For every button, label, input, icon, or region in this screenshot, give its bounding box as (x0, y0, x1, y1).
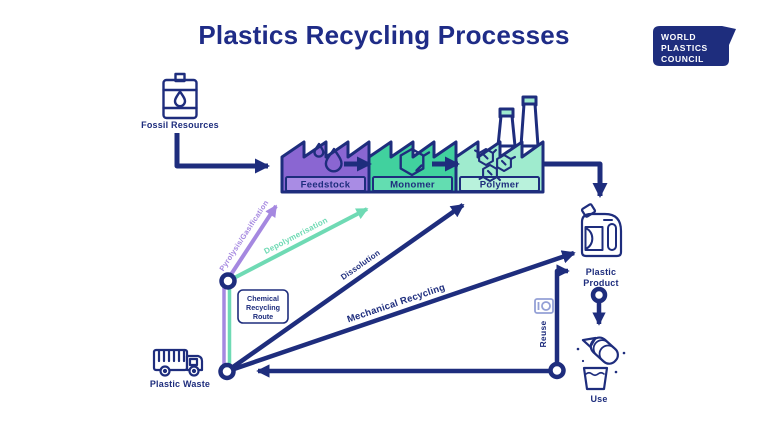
bottle-window (584, 226, 604, 251)
use-nozzle (581, 336, 597, 348)
feedstock-label: Feedstock (301, 180, 351, 191)
arrow-fossil-to-feedstock (174, 133, 271, 174)
barrel-ribs (162, 88, 198, 110)
node-chemical-route (219, 272, 237, 290)
arrow-depolymerisation (233, 207, 369, 280)
use-cup-liquid (585, 371, 605, 377)
factory-chimneys (496, 95, 540, 148)
truck-hub-front (191, 368, 197, 374)
world-plastics-council-logo: WORLD PLASTICS COUNCIL (653, 26, 736, 66)
use-label: Use (590, 394, 607, 404)
polymer-molecule-icon (474, 147, 516, 183)
node-plastic-product (590, 286, 608, 304)
polymer-label-strip (459, 176, 540, 192)
chemical-box-frame (237, 289, 289, 324)
use-dot-4 (581, 359, 585, 363)
truck-cab (185, 354, 204, 372)
use-finger-lines (592, 339, 615, 362)
chemical-recycling-route-box: Chemical Recycling Route (237, 289, 289, 324)
arrow-polymer-to-product (543, 161, 608, 199)
use-dot-2 (622, 351, 626, 355)
droplet-small (313, 142, 325, 158)
chimney-right (519, 102, 540, 148)
logo-line-2: PLASTICS (661, 43, 708, 53)
fossil-resources-label: Fossil Resources (141, 120, 219, 130)
logo-line-3: COUNCIL (661, 54, 704, 64)
node-plastic-waste (218, 362, 236, 381)
bottle-body (580, 212, 623, 258)
plastic-waste-label: Plastic Waste (150, 379, 210, 389)
arrow-dissolution (231, 203, 465, 369)
chemical-box-line-2: Recycling (246, 303, 280, 312)
truck-window (188, 357, 199, 367)
reuse-label: Reuse (538, 320, 548, 347)
use-cup (582, 366, 609, 391)
feedstock-droplets-icon (313, 142, 343, 173)
arrow-reuse (554, 264, 570, 363)
use-icon (576, 336, 626, 391)
reuse-icon-box (534, 298, 554, 314)
truck-ribs (157, 349, 186, 363)
polymer-stubs (474, 148, 516, 182)
monomer-label: Monomer (390, 180, 435, 191)
plastic-waste-icon (152, 348, 204, 377)
barrel-body (162, 78, 198, 120)
hexagon-bonds (415, 151, 431, 172)
arrow-pyrolysis (228, 204, 278, 278)
bottle-window-arc (585, 227, 594, 250)
monomer-label-strip (372, 176, 453, 192)
use-dot-3 (614, 370, 618, 374)
fossil-resources-icon (162, 72, 198, 120)
feedstock-label-strip (285, 176, 366, 192)
polymer-label: Polymer (480, 180, 520, 191)
chemical-box-line-1: Chemical (247, 294, 279, 303)
factory (280, 140, 545, 194)
reuse-icon-circle (541, 301, 551, 311)
chimney-left (496, 114, 517, 148)
arrow-mechanical-recycling (233, 250, 576, 372)
use-dot-1 (576, 347, 580, 351)
plastic-product-label-line2: Product (583, 278, 618, 288)
polymer-hex-slashes (482, 153, 507, 176)
logo-bubble-shape (653, 26, 736, 66)
page-title: Plastics Recycling Processes (198, 20, 570, 50)
reuse-icon (534, 298, 554, 314)
logo-line-1: WORLD (661, 32, 696, 42)
plastic-product-label-line1: Plastic (586, 267, 616, 277)
node-reuse (548, 361, 566, 380)
droplet-large (324, 147, 343, 173)
bottle-slot (607, 223, 617, 251)
plastic-product-icon (580, 203, 623, 258)
barrel-droplet (173, 90, 187, 108)
chemical-box-line-3: Route (253, 312, 273, 321)
monomer-molecule-icon (399, 147, 431, 177)
polymer-hex-3 (482, 163, 498, 183)
truck-hub-rear (162, 368, 168, 374)
